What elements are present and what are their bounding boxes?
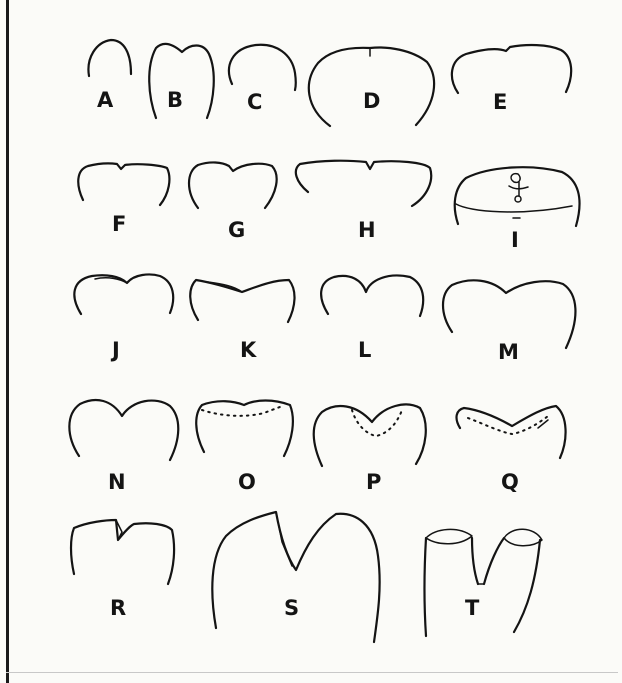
- label-a: A: [97, 88, 114, 112]
- label-h: H: [358, 218, 376, 242]
- outline-p: [314, 404, 426, 466]
- label-t: T: [465, 596, 480, 620]
- outline-q: [457, 406, 566, 458]
- outline-h: [296, 161, 431, 206]
- outline-d: [309, 48, 434, 126]
- outline-a: [88, 40, 131, 76]
- figure-e: E: [452, 45, 571, 114]
- label-d: D: [363, 89, 380, 113]
- figure-t: T: [425, 529, 543, 636]
- label-q: Q: [501, 470, 519, 494]
- figure-g: G: [189, 162, 277, 242]
- figure-d: D: [309, 48, 434, 126]
- figure-f: F: [78, 163, 169, 236]
- outline-t-right: [484, 538, 540, 632]
- outline-i-rim: [456, 204, 572, 212]
- figure-a: A: [88, 40, 131, 112]
- figure-o: O: [196, 401, 293, 495]
- outline-r: [71, 520, 174, 584]
- figure-h: H: [296, 161, 431, 242]
- figure-c: C: [229, 45, 296, 114]
- contour-dots-o: [202, 405, 284, 416]
- figure-i: I: [455, 167, 580, 252]
- outline-n: [69, 400, 178, 460]
- outline-f: [78, 163, 169, 205]
- label-l: L: [358, 338, 371, 362]
- figure-s: S: [212, 512, 379, 642]
- figure-l: L: [321, 275, 423, 362]
- label-m: M: [498, 340, 519, 364]
- outline-l: [321, 275, 423, 316]
- cap-t-right: [504, 529, 542, 546]
- outline-e: [452, 45, 571, 93]
- cavity-i-upper: [511, 174, 520, 183]
- outline-m: [443, 280, 575, 348]
- outline-s: [212, 512, 379, 642]
- label-e: E: [493, 90, 507, 114]
- cap-t-left: [426, 529, 472, 543]
- label-n: N: [108, 470, 126, 494]
- label-b: B: [167, 88, 183, 112]
- outline-g: [189, 162, 277, 208]
- outline-t-left: [425, 538, 479, 636]
- cavity-i-lower: [515, 196, 521, 202]
- label-k: K: [240, 338, 257, 362]
- figure-m: M: [443, 280, 575, 364]
- label-f: F: [112, 212, 126, 236]
- label-s: S: [284, 596, 299, 620]
- figure-q: Q: [457, 406, 566, 494]
- figure-j: J: [74, 274, 173, 362]
- figure-k: K: [190, 280, 294, 362]
- figure-n: N: [69, 400, 178, 494]
- cavity-i-stem: [509, 182, 528, 196]
- outline-c: [229, 45, 296, 90]
- contour-dots-p: [352, 410, 402, 436]
- label-j: J: [110, 338, 120, 362]
- outline-k: [190, 280, 294, 322]
- label-i: I: [511, 228, 519, 252]
- label-p: P: [366, 470, 381, 494]
- outline-j: [74, 274, 173, 314]
- label-g: G: [228, 218, 245, 242]
- label-c: C: [247, 90, 262, 114]
- figure-r: R: [71, 520, 174, 620]
- figure-b: B: [149, 44, 214, 118]
- outline-o: [196, 401, 293, 457]
- label-o: O: [238, 470, 256, 494]
- label-r: R: [110, 596, 126, 620]
- figure-p: P: [314, 404, 426, 494]
